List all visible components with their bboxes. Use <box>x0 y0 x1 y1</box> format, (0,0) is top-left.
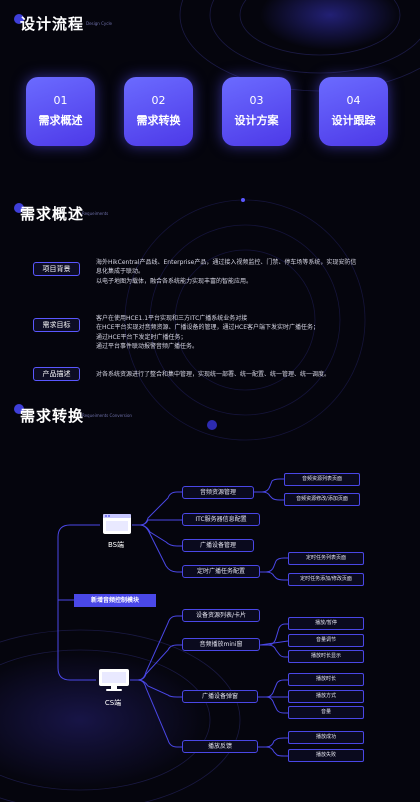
product-description: 对各系统资源进行了整合和集中管理，实现统一部署、统一配置、统一管理、统一调度。 <box>96 370 386 379</box>
step-number: 04 <box>346 94 361 107</box>
step-card-1[interactable]: 01 需求概述 <box>26 77 95 146</box>
bs-node-itc-server[interactable]: ITC服务器信息配置 <box>182 513 260 526</box>
requirements-subtitle: Requeiments <box>82 211 109 216</box>
step-card-4[interactable]: 04 设计跟踪 <box>319 77 388 146</box>
cs-leaf-duration[interactable]: 播放时长 <box>288 673 364 686</box>
cs-node-device-list[interactable]: 设备资源列表/卡片 <box>182 609 260 622</box>
step-number: 01 <box>53 94 68 107</box>
cs-node-feedback[interactable]: 播放反馈 <box>182 740 258 753</box>
section-dot <box>14 14 24 24</box>
description-line: 通过HCE平台下发定时广播任务； <box>96 333 187 341</box>
step-number: 03 <box>249 94 264 107</box>
step-card-3[interactable]: 03 设计方案 <box>222 77 291 146</box>
step-label: 设计跟踪 <box>331 114 376 127</box>
step-label: 需求概述 <box>38 114 83 127</box>
cs-leaf-play-pause[interactable]: 播放/暂停 <box>288 617 364 630</box>
design-cycle-subtitle: Design Cycle <box>86 21 113 26</box>
cs-leaf-play-mode[interactable]: 播放方式 <box>288 690 364 703</box>
cs-leaf-play-fail[interactable]: 播放失败 <box>288 749 364 762</box>
section-dot <box>14 203 24 213</box>
bs-label: BS端 <box>107 541 125 549</box>
audio-module-banner: 新增音频控制模块 <box>74 594 156 607</box>
cs-leaf-volume[interactable]: 音量 <box>288 706 364 719</box>
cs-leaf-play-success[interactable]: 播放成功 <box>288 731 364 744</box>
step-label: 设计方案 <box>234 114 279 127</box>
tag-product: 产品描述 <box>33 367 80 381</box>
bs-leaf-audio-list[interactable]: 音频资源列表页面 <box>284 473 360 486</box>
goal-description: 客户在使用HCE1.1平台实现和三方ITC广播系统业务对接 在HCE平台实现对音… <box>96 314 386 351</box>
description-line: 息化集成于联动。 <box>96 268 145 276</box>
cs-node-device-popup[interactable]: 广播设备弹窗 <box>182 690 258 703</box>
bs-node-audio-resource[interactable]: 音频资源管理 <box>182 486 254 499</box>
cs-node-mini-player[interactable]: 音频播放mini窗 <box>182 638 260 651</box>
desktop-monitor-icon <box>99 669 129 691</box>
description-line: 在HCE平台实现对音频资源、广播设备的管理，通过HCE客户端下发实时广播任务； <box>96 324 319 332</box>
description-line: 以电子地图为载体，融合各系统能力实现丰富的智能应用。 <box>96 277 253 285</box>
step-label: 需求转换 <box>136 114 181 127</box>
conversion-subtitle: Requeiments Conversion <box>82 413 132 418</box>
tag-background: 项目背景 <box>33 262 80 276</box>
cs-label: CS端 <box>104 699 122 707</box>
description-line: 客户在使用HCE1.1平台实现和三方ITC广播系统业务对接 <box>96 315 248 322</box>
tag-goal: 需求目标 <box>33 318 80 332</box>
step-number: 02 <box>151 94 166 107</box>
background-description: 海外HikCentral产品线、Enterprise产品，通过接入视频监控、门禁… <box>96 258 386 286</box>
cs-leaf-volume-adjust[interactable]: 音量调节 <box>288 634 364 647</box>
section-dot <box>14 404 24 414</box>
browser-window-icon <box>103 514 131 534</box>
requirements-title: 需求概述 <box>20 205 85 223</box>
step-card-2[interactable]: 02 需求转换 <box>124 77 193 146</box>
design-cycle-title: 设计流程 <box>20 15 85 33</box>
description-line: 通过平台事件联动报警音频广播任务。 <box>96 342 199 350</box>
bs-node-broadcast-device[interactable]: 广播设备管理 <box>182 539 254 552</box>
description-line: 海外HikCentral产品线、Enterprise产品，通过接入视频监控、门禁… <box>96 259 357 266</box>
bs-node-scheduled-task[interactable]: 定时广播任务配置 <box>182 565 260 578</box>
bs-leaf-task-list[interactable]: 定时任务列表页面 <box>288 552 364 565</box>
conversion-title: 需求转换 <box>20 407 85 425</box>
description-line: 对各系统资源进行了整合和集中管理，实现统一部署、统一配置、统一管理、统一调度。 <box>96 371 331 378</box>
cs-leaf-duration-display[interactable]: 播放时长显示 <box>288 650 364 663</box>
bs-leaf-task-edit[interactable]: 定时任务添加/修改页面 <box>288 573 364 586</box>
bs-leaf-audio-edit[interactable]: 音频资源修改/添加页面 <box>284 493 360 506</box>
